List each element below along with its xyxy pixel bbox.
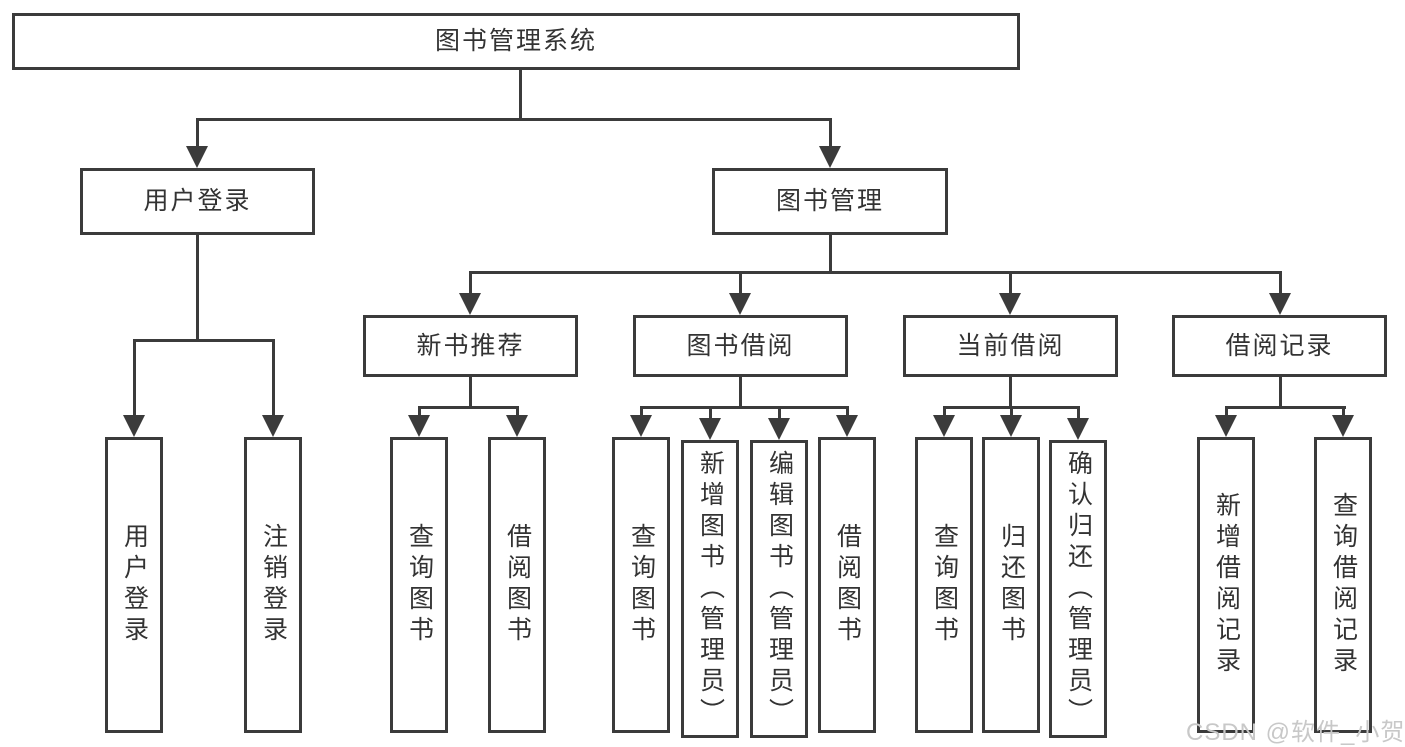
node-label: 新书推荐 [416, 331, 525, 360]
connector-drop-leaf [640, 406, 643, 418]
node-user-login: 用户登录 [80, 168, 315, 235]
csdn-watermark: CSDN @软件_小贺同学 [1186, 719, 1405, 746]
connector-records-stem [1279, 377, 1282, 409]
arrow-down-icon [262, 415, 284, 437]
connector-mgmt-bar [469, 271, 1282, 274]
leaf-query-books-current: 查询图书 [915, 437, 973, 733]
arrow-down-icon [1215, 415, 1237, 437]
leaf-label: 借阅图书 [503, 523, 532, 647]
arrow-down-icon [123, 415, 145, 437]
connector-drop-records [1279, 271, 1282, 295]
arrow-down-icon [1332, 415, 1354, 437]
node-label: 借阅记录 [1225, 331, 1334, 360]
leaf-label: 确认归还（管理员） [1064, 449, 1093, 729]
leaf-user-login: 用户登录 [105, 437, 163, 733]
connector-login-stem [196, 235, 199, 342]
connector-drop-borrow [739, 271, 742, 295]
leaf-borrow-books: 借阅图书 [818, 437, 876, 733]
connector-records-bar [1225, 406, 1346, 409]
leaf-query-books-recommend: 查询图书 [390, 437, 448, 733]
leaf-label: 借阅图书 [833, 523, 862, 647]
leaf-label: 查询图书 [627, 523, 656, 647]
leaf-label: 查询图书 [405, 523, 434, 647]
connector-drop-recommend [469, 271, 472, 295]
leaf-label: 新增借阅记录 [1212, 492, 1241, 678]
arrow-down-icon [699, 418, 721, 440]
connector-drop-leaf [778, 406, 781, 418]
arrow-down-icon [1067, 418, 1089, 440]
leaf-label: 用户登录 [120, 523, 149, 647]
leaf-label: 查询借阅记录 [1329, 492, 1358, 678]
connector-recommend-stem [469, 377, 472, 409]
arrow-down-icon [999, 293, 1021, 315]
arrow-down-icon [933, 415, 955, 437]
node-new-book-recommend: 新书推荐 [363, 315, 578, 377]
arrow-down-icon [506, 415, 528, 437]
connector-drop-user-login [196, 118, 199, 149]
connector-drop-leaf [516, 406, 519, 418]
connector-drop-leaf [1010, 406, 1013, 418]
node-label: 当前借阅 [956, 331, 1065, 360]
leaf-label: 归还图书 [997, 523, 1026, 647]
arrow-down-icon [1269, 293, 1291, 315]
connector-borrow-bar [640, 406, 849, 409]
arrow-down-icon [408, 415, 430, 437]
connector-drop-leaf [133, 339, 136, 418]
node-borrowing-records: 借阅记录 [1172, 315, 1387, 377]
connector-drop-leaf [709, 406, 712, 418]
leaf-query-borrow-record: 查询借阅记录 [1314, 437, 1372, 733]
node-book-management: 图书管理 [712, 168, 948, 235]
arrow-down-icon [819, 146, 841, 168]
leaf-label: 新增图书（管理员） [696, 449, 725, 729]
node-library-management-system: 图书管理系统 [12, 13, 1020, 70]
leaf-return-books: 归还图书 [982, 437, 1040, 733]
connector-drop-current [1009, 271, 1012, 295]
node-label: 图书借阅 [686, 331, 795, 360]
leaf-logout: 注销登录 [244, 437, 302, 733]
connector-drop-book-mgmt [829, 118, 832, 149]
arrow-down-icon [459, 293, 481, 315]
arrow-down-icon [630, 415, 652, 437]
connector-drop-leaf [1077, 406, 1080, 418]
leaf-add-books-admin: 新增图书（管理员） [681, 440, 739, 738]
connector-mgmt-stem [829, 235, 832, 274]
arrow-down-icon [836, 415, 858, 437]
arrow-down-icon [768, 418, 790, 440]
leaf-borrow-books-recommend: 借阅图书 [488, 437, 546, 733]
leaf-edit-books-admin: 编辑图书（管理员） [750, 440, 808, 738]
connector-login-bar [133, 339, 275, 342]
connector-drop-leaf [1225, 406, 1228, 418]
arrow-down-icon [1000, 415, 1022, 437]
connector-current-stem [1009, 377, 1012, 409]
leaf-query-books-borrow: 查询图书 [612, 437, 670, 733]
leaf-confirm-return-admin: 确认归还（管理员） [1049, 440, 1107, 738]
connector-root-stem [519, 69, 522, 119]
arrow-down-icon [186, 146, 208, 168]
leaf-label: 查询图书 [930, 523, 959, 647]
node-label: 图书管理系统 [434, 27, 597, 55]
connector-root-bar [196, 118, 832, 121]
connector-recommend-bar [418, 406, 519, 409]
connector-borrow-stem [739, 377, 742, 409]
node-label: 用户登录 [143, 187, 252, 215]
leaf-add-borrow-record: 新增借阅记录 [1197, 437, 1255, 733]
leaf-label: 编辑图书（管理员） [765, 449, 794, 729]
connector-drop-leaf [943, 406, 946, 418]
node-book-borrowing: 图书借阅 [633, 315, 848, 377]
node-label: 图书管理 [775, 187, 884, 215]
arrow-down-icon [729, 293, 751, 315]
leaf-label: 注销登录 [259, 523, 288, 647]
connector-drop-leaf [846, 406, 849, 418]
node-current-borrowing: 当前借阅 [903, 315, 1118, 377]
connector-drop-leaf [1342, 406, 1345, 418]
connector-drop-leaf [418, 406, 421, 418]
connector-drop-leaf [272, 339, 275, 418]
